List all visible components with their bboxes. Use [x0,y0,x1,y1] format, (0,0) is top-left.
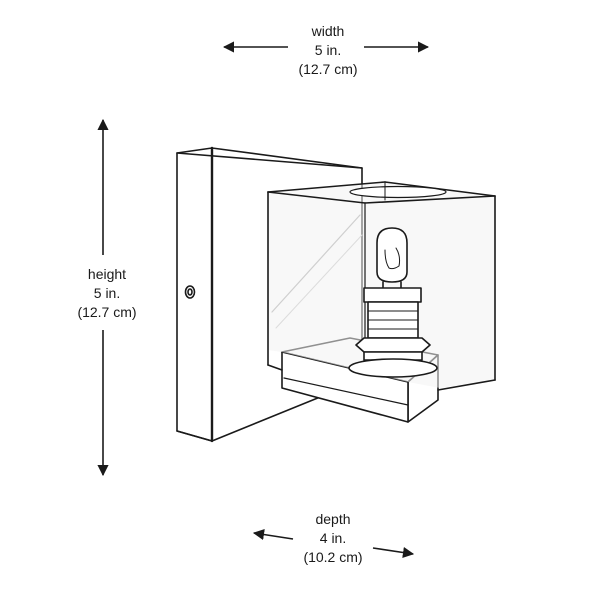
width-dimension-label: width 5 in. (12.7 cm) [278,22,378,79]
height-dimension-label: height 5 in. (12.7 cm) [62,265,152,322]
width-name: width [311,23,345,39]
depth-arrow-left [252,528,294,541]
depth-dimension-label: depth 4 in. (10.2 cm) [283,510,383,567]
glass-shade [267,181,496,391]
height-name: height [87,266,127,282]
depth-imperial: 4 in. [319,530,347,546]
bulb-icon [376,227,408,289]
width-metric: (12.7 cm) [298,61,358,77]
bulb-socket [348,287,438,378]
depth-name: depth [315,511,351,527]
height-metric: (12.7 cm) [77,304,137,320]
mounting-screw-icon [184,285,196,299]
depth-metric: (10.2 cm) [303,549,363,565]
width-imperial: 5 in. [314,42,342,58]
depth-arrow-right [372,546,415,559]
sconce-illustration [176,146,496,443]
height-imperial: 5 in. [93,285,121,301]
